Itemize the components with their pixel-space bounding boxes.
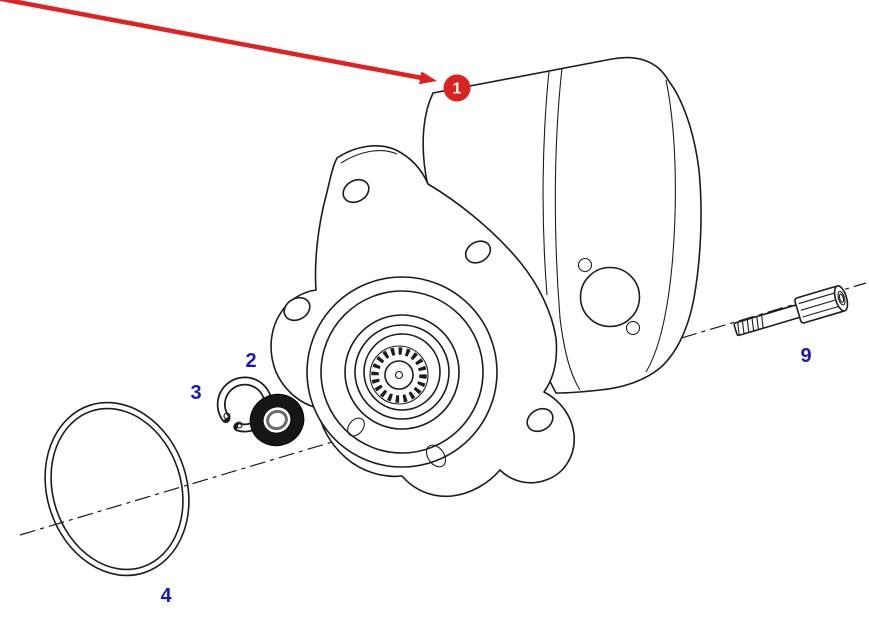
port-bolt-hole — [577, 257, 593, 273]
pump-body — [422, 56, 702, 394]
callout-1-badge — [443, 74, 471, 102]
rear-face-edge — [645, 79, 676, 373]
shaft-seal-part — [249, 393, 305, 447]
flange-mount-hole — [464, 240, 492, 264]
bolt-socket-icon — [837, 290, 846, 306]
callout-arrow — [0, 0, 423, 81]
boss-relief-cutout — [347, 417, 365, 437]
flange-mount-hole — [526, 407, 554, 433]
bolt-threads — [737, 315, 764, 335]
part-number-3: 3 — [190, 382, 201, 404]
boss-relief-cutout — [425, 444, 447, 468]
flange-mount-hole — [283, 296, 311, 322]
part-number-9: 9 — [800, 345, 811, 367]
callout-1-number: 1 — [453, 81, 462, 98]
rear-port-circle — [579, 266, 641, 328]
o-ring-part — [44, 401, 190, 577]
part-number-2: 2 — [245, 350, 256, 372]
drive-shaft-spline — [368, 344, 430, 406]
body-seam-line — [554, 67, 581, 391]
callout-1: 1 — [0, 0, 471, 102]
flange-thickness-edge — [340, 150, 398, 164]
port-bolt-hole — [625, 320, 641, 336]
flange-mount-hole — [342, 178, 370, 204]
bolt-head-shading — [798, 292, 840, 318]
socket-head-bolt — [733, 285, 849, 337]
bolt-socket-inner — [838, 293, 845, 303]
mounting-flange — [270, 145, 575, 498]
callout-arrowhead-icon — [419, 71, 437, 85]
snap-ring-lug-hole — [235, 421, 243, 429]
body-seam-line — [542, 70, 550, 296]
snap-ring-lug-hole — [223, 412, 231, 420]
part-number-4: 4 — [160, 585, 172, 607]
